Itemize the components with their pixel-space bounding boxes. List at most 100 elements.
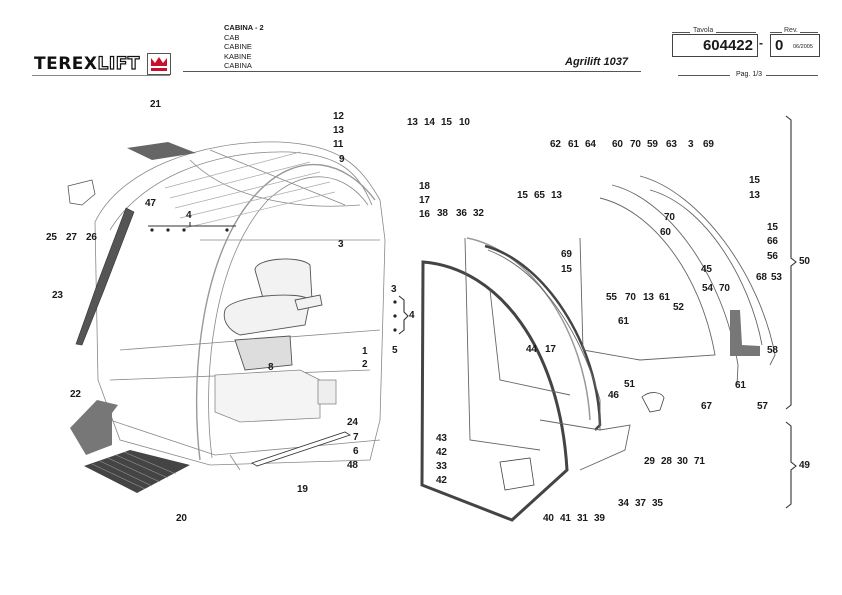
callout-64: 64	[585, 139, 596, 150]
rev-rule-right	[800, 32, 818, 33]
callout-44: 44	[526, 344, 537, 355]
tavola-box: 604422	[672, 34, 758, 57]
door-seals	[420, 237, 602, 522]
title-en: CAB	[224, 32, 240, 42]
callout-55: 55	[606, 292, 617, 303]
callout-60-a: 60	[612, 139, 623, 150]
callout-18: 18	[419, 181, 430, 192]
callout-13-c: 13	[643, 292, 654, 303]
terexlift-logo: TEREXLIFT	[32, 53, 171, 75]
logo-underline	[32, 75, 170, 76]
callout-57: 57	[757, 401, 768, 412]
group-label-50: 50	[799, 256, 810, 267]
callout-17-door: 17	[545, 344, 556, 355]
handle-30	[641, 392, 665, 413]
title-es: CABINA	[224, 61, 252, 70]
callout-29: 29	[644, 456, 655, 467]
brand-lift: LIFT	[97, 53, 140, 74]
callout-15-b: 15	[749, 175, 760, 186]
callout-30: 30	[677, 456, 688, 467]
callout-7: 7	[353, 432, 359, 443]
callout-36: 36	[456, 208, 467, 219]
tavola-rule-right	[716, 32, 756, 33]
page-indicator: Pag. 1/3	[736, 71, 763, 78]
model-name: Agrilift 1037	[565, 56, 628, 68]
callout-11: 11	[333, 139, 344, 150]
group-label-49: 49	[799, 460, 810, 471]
seal-57	[730, 310, 760, 356]
callout-56: 56	[767, 251, 778, 262]
callout-3-cab: 3	[338, 239, 344, 250]
callout-13b: 13	[407, 117, 418, 128]
callout-31: 31	[577, 513, 588, 524]
callout-24: 24	[347, 417, 358, 428]
callout-3-door: 3	[688, 139, 694, 150]
callout-53: 53	[771, 272, 782, 283]
callout-47: 47	[145, 198, 156, 209]
rev-date: 06/2005	[793, 44, 813, 50]
floor-mat-ribs	[91, 451, 177, 490]
callout-26: 26	[86, 232, 97, 243]
callout-4-side: 4	[409, 310, 415, 321]
sill-strip-19	[251, 431, 351, 467]
callout-15-c: 15	[767, 222, 778, 233]
rev-box: 0 06/2005	[770, 34, 820, 57]
callout-52: 52	[673, 302, 684, 313]
callout-19: 19	[297, 484, 308, 495]
rev-label: Rev.	[784, 27, 798, 34]
callout-39: 39	[594, 513, 605, 524]
callout-10: 10	[459, 117, 470, 128]
callout-22: 22	[70, 389, 81, 400]
brand-name: TEREXLIFT	[34, 53, 140, 74]
crown-icon	[147, 53, 171, 75]
callout-14: 14	[424, 117, 435, 128]
callout-15: 15	[441, 117, 452, 128]
callout-21: 21	[150, 99, 161, 110]
callout-67: 67	[701, 401, 712, 412]
callout-28: 28	[661, 456, 672, 467]
callout-13: 13	[333, 125, 344, 136]
callout-61-a: 61	[568, 139, 579, 150]
callout-70-a: 70	[630, 139, 641, 150]
callout-42-a: 42	[436, 447, 447, 458]
callout-38: 38	[437, 208, 448, 219]
callout-1: 1	[362, 346, 368, 357]
callout-69-a: 69	[703, 139, 714, 150]
callout-17: 17	[419, 195, 430, 206]
callout-48: 48	[347, 460, 358, 471]
callout-61-d: 61	[735, 380, 746, 391]
roof-grille	[164, 151, 336, 229]
bracket-dots	[150, 228, 397, 332]
callout-42-b: 42	[436, 475, 447, 486]
latch-33	[499, 457, 535, 491]
floor-panel-22	[70, 400, 118, 455]
callout-41: 41	[560, 513, 571, 524]
callout-16: 16	[419, 209, 430, 220]
callout-63: 63	[666, 139, 677, 150]
callout-70-c: 70	[625, 292, 636, 303]
callout-70-d: 70	[719, 283, 730, 294]
group-brackets	[148, 115, 797, 509]
callout-13-b: 13	[749, 190, 760, 201]
callout-34: 34	[618, 498, 629, 509]
callout-8: 8	[268, 362, 274, 373]
section-title: CABINA - 2	[224, 23, 264, 32]
page-rule-right	[766, 75, 818, 76]
callout-15-d: 15	[561, 264, 572, 275]
callout-66: 66	[767, 236, 778, 247]
callout-40: 40	[543, 513, 554, 524]
title-de: KABINE	[224, 51, 252, 61]
callout-60-b: 60	[660, 227, 671, 238]
brand-terex: TEREX	[34, 54, 98, 74]
tavola-rule-left	[672, 32, 690, 33]
door-panel	[464, 175, 776, 471]
callout-2: 2	[362, 359, 368, 370]
tavola-number: 604422	[702, 37, 753, 54]
operator-seat	[223, 258, 323, 371]
rev-number: 0	[775, 37, 784, 54]
bracket-25	[67, 179, 96, 206]
callout-32: 32	[473, 208, 484, 219]
callout-23: 23	[52, 290, 63, 301]
seal-strip-23	[75, 207, 135, 346]
